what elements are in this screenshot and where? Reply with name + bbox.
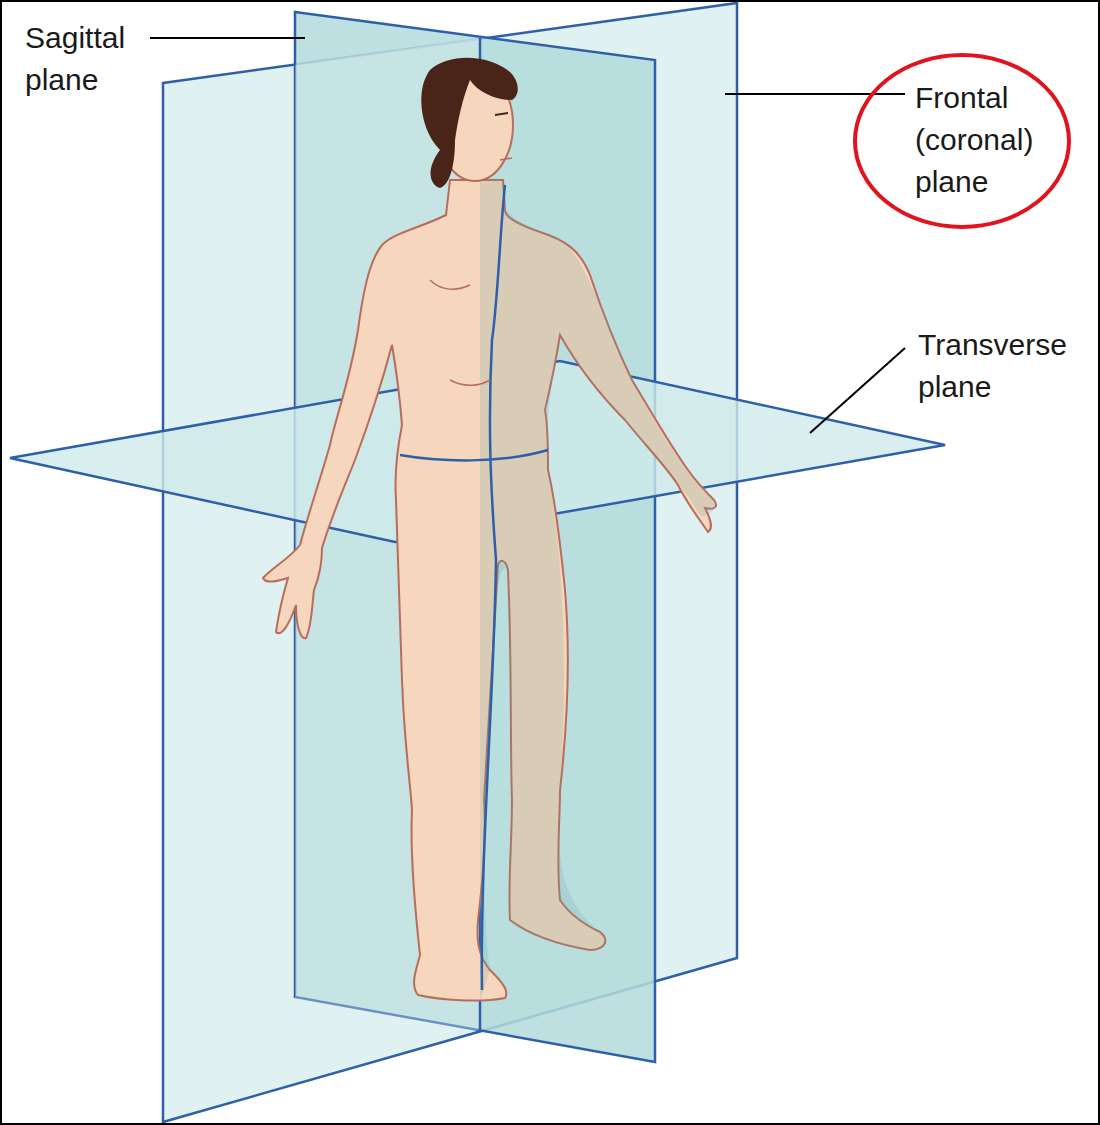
ellipse-outline bbox=[855, 55, 1069, 227]
highlighted-label: Frontal (coronal) plane bbox=[852, 52, 1072, 230]
leader-line bbox=[150, 37, 305, 39]
chest-line bbox=[430, 280, 470, 289]
plane-label: Transverse plane bbox=[918, 324, 1093, 408]
plane-label: Sagittal plane bbox=[25, 17, 155, 101]
body-shading bbox=[480, 180, 715, 1000]
chest-line bbox=[450, 380, 490, 385]
midsagittal-line bbox=[482, 185, 505, 990]
frontal-plane bbox=[163, 3, 737, 1122]
node-text: Frontal (coronal) plane bbox=[915, 77, 1065, 203]
leader-line bbox=[725, 93, 905, 95]
hair bbox=[421, 58, 517, 188]
leader-line bbox=[810, 348, 905, 433]
eye bbox=[495, 113, 508, 115]
mouth bbox=[500, 158, 512, 160]
human-figure bbox=[263, 180, 716, 1001]
waist-line bbox=[400, 450, 548, 460]
